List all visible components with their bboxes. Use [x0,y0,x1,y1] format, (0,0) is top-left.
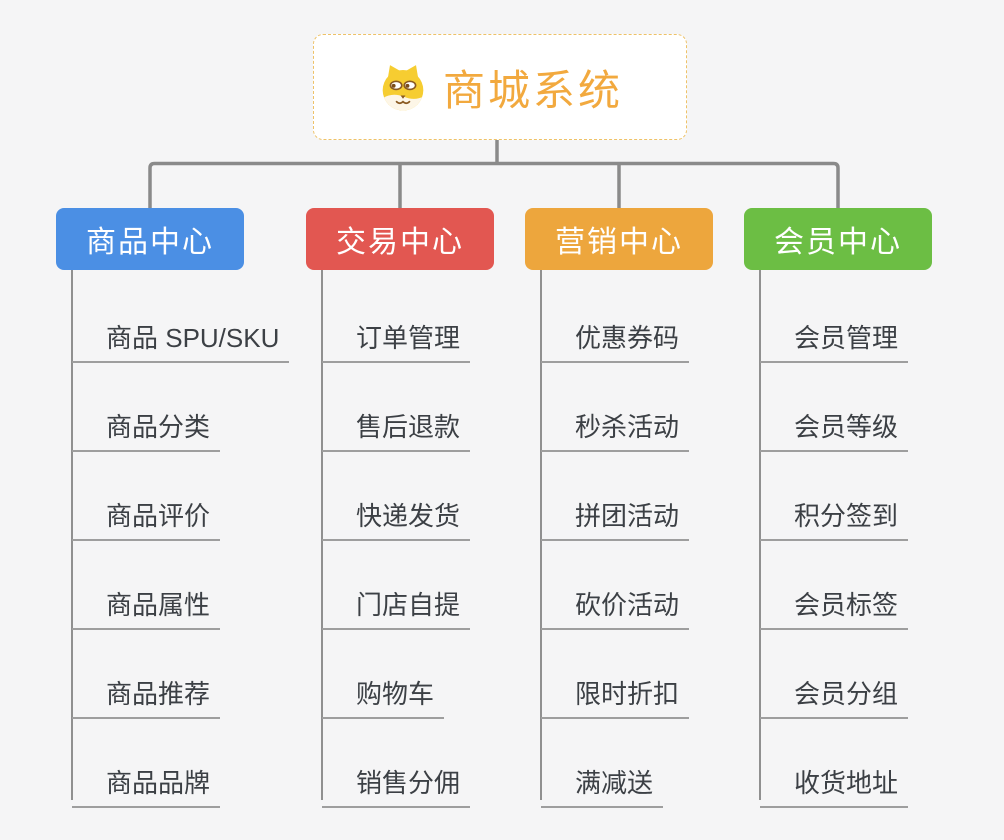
root-title: 商城系统 [442,66,623,114]
leaf-node[interactable]: 砍价活动 [541,576,690,630]
leaf-node[interactable]: 订单管理 [322,309,471,363]
leaf-node[interactable]: 快递发货 [322,487,471,541]
branch-label: 商品中心 [86,226,214,259]
branch-node-product-center[interactable]: 商品中心 [56,208,244,270]
leaf-node[interactable]: 优惠券码 [541,309,690,363]
leaf-node[interactable]: 销售分佣 [322,754,471,808]
branch-node-marketing-center[interactable]: 营销中心 [525,208,713,270]
leaf-node[interactable]: 会员标签 [760,576,909,630]
leaf-node[interactable]: 门店自提 [322,576,471,630]
leaf-node[interactable]: 购物车 [322,665,445,719]
column-spine-line [540,270,542,800]
branch-label: 交易中心 [336,226,464,259]
branch-label: 营销中心 [555,226,683,259]
leaf-node[interactable]: 积分签到 [760,487,909,541]
leaf-node[interactable]: 商品分类 [72,398,221,452]
leaf-node[interactable]: 拼团活动 [541,487,690,541]
column-spine-line [321,270,323,800]
branch-node-trade-center[interactable]: 交易中心 [306,208,494,270]
root-node[interactable]: 商城系统 [313,34,687,140]
branch-node-member-center[interactable]: 会员中心 [744,208,932,270]
leaf-node[interactable]: 会员管理 [760,309,909,363]
column-spine-line [71,270,73,800]
leaf-node[interactable]: 会员分组 [760,665,909,719]
branch-label: 会员中心 [774,226,902,259]
leaf-node[interactable]: 商品推荐 [72,665,221,719]
leaf-node[interactable]: 秒杀活动 [541,398,690,452]
leaf-node[interactable]: 售后退款 [322,398,471,452]
bus-line [148,161,840,208]
leaf-node[interactable]: 会员等级 [760,398,909,452]
leaf-node[interactable]: 限时折扣 [541,665,690,719]
leaf-node[interactable]: 商品评价 [72,487,221,541]
leaf-node[interactable]: 商品品牌 [72,754,221,808]
dog-face-icon [377,61,429,113]
leaf-node[interactable]: 商品 SPU/SKU [72,309,290,363]
leaf-node[interactable]: 收货地址 [760,754,909,808]
leaf-node[interactable]: 商品属性 [72,576,221,630]
column-spine-line [759,270,761,800]
leaf-node[interactable]: 满减送 [541,754,664,808]
